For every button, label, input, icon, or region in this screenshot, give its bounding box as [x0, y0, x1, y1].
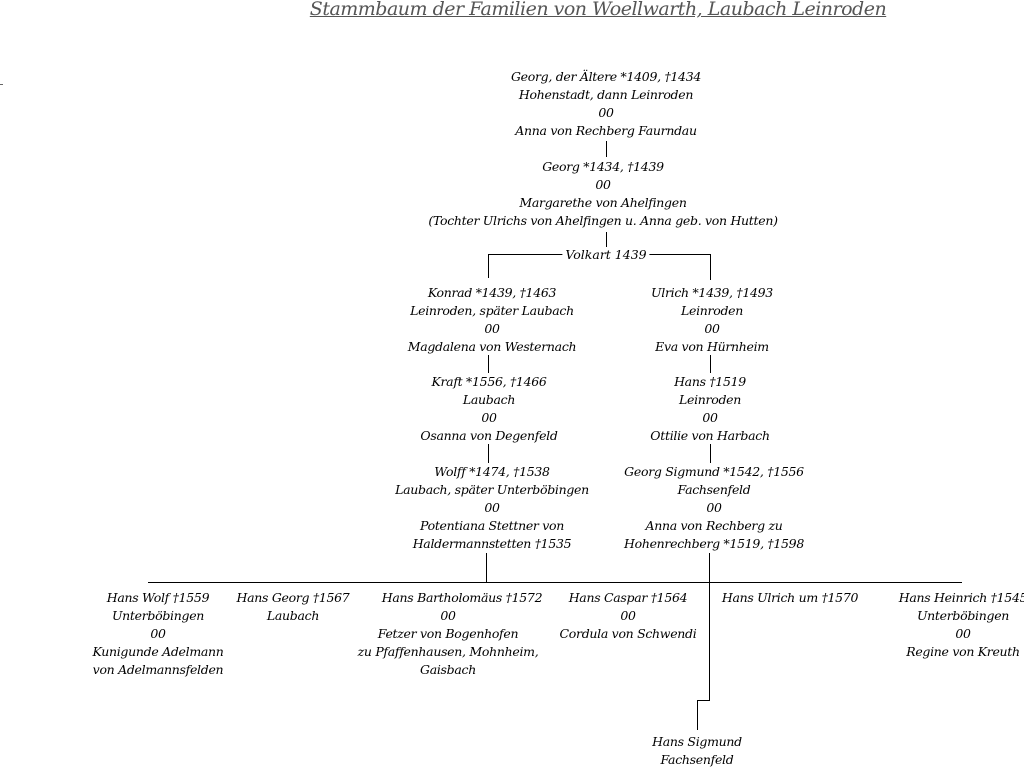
connector-line	[697, 700, 710, 701]
person-line: Kunigunde Adelmann	[92, 644, 224, 659]
person-line: Hans Heinrich †1545	[898, 590, 1024, 605]
connector-line	[488, 444, 489, 463]
person-ulrich: Ulrich *1439, †1493 Leinroden 00 Eva von…	[651, 284, 773, 356]
person-line: Laubach	[462, 392, 516, 407]
person-line: Hans Wolf †1559	[106, 590, 210, 605]
person-georg-der-aeltere: Georg, der Ältere *1409, †1434 Hohenstad…	[511, 68, 701, 140]
person-line: 00	[955, 626, 971, 641]
person-line: Georg, der Ältere *1409, †1434	[510, 69, 702, 84]
page-title: Stammbaum der Familien von Woellwarth, L…	[309, 0, 887, 20]
person-line: Fachsenfeld	[660, 752, 734, 767]
person-line: Fetzer von Bogenhofen	[377, 626, 519, 641]
person-line: Hohenrechberg *1519, †1598	[624, 536, 804, 551]
person-line: 00	[595, 177, 611, 192]
person-line: Hans Caspar †1564	[568, 590, 688, 605]
person-line: Laubach, später Unterböbingen	[395, 482, 589, 497]
person-line: von Adelmannsfelden	[92, 662, 224, 677]
person-line: Leinroden	[679, 392, 741, 407]
person-konrad: Konrad *1439, †1463 Leinroden, später La…	[408, 284, 577, 356]
person-volkart: Volkart 1439	[562, 247, 650, 263]
person-line: Fachsenfeld	[677, 482, 751, 497]
person-line: Wolff *1474, †1538	[434, 464, 550, 479]
person-line: 00	[440, 608, 456, 623]
person-line: Osanna von Degenfeld	[420, 428, 558, 443]
person-line: Regine von Kreuth	[906, 644, 1020, 659]
person-georg: Georg *1434, †1439 00 Margarethe von Ahe…	[428, 158, 778, 230]
connector-line	[606, 141, 607, 157]
person-line: zu Pfaffenhausen, Mohnheim,	[357, 644, 539, 659]
person-line: 00	[702, 410, 718, 425]
person-line: Haldermannstetten †1535	[412, 536, 572, 551]
person-line: 00	[620, 608, 636, 623]
person-line: Leinroden	[681, 303, 743, 318]
person-line: Konrad *1439, †1463	[427, 285, 557, 300]
person-line: 00	[481, 410, 497, 425]
person-line: Hans †1519	[674, 374, 746, 389]
connector-line	[710, 444, 711, 463]
person-line: Hohenstadt, dann Leinroden	[518, 87, 694, 102]
person-line: Eva von Hürnheim	[655, 339, 769, 354]
person-line: Magdalena von Westernach	[407, 339, 577, 354]
connector-line	[710, 355, 711, 373]
children-line	[148, 582, 962, 583]
person-line: 00	[150, 626, 166, 641]
person-line: Ulrich *1439, †1493	[651, 285, 773, 300]
connector-line	[606, 232, 607, 254]
connector-line	[697, 700, 698, 730]
person-line: Margarethe von Ahelfingen	[519, 195, 687, 210]
margin-mark	[0, 84, 3, 85]
grandchild-hans-sigmund: Hans Sigmund Fachsenfeld	[652, 733, 742, 769]
person-line: Gaisbach	[420, 662, 476, 677]
person-hans: Hans †1519 Leinroden 00 Ottilie von Harb…	[650, 373, 770, 445]
connector-line	[488, 355, 489, 373]
person-line: Hans Sigmund	[652, 734, 742, 749]
child-hans-wolf: Hans Wolf †1559 Unterböbingen 00 Kunigun…	[92, 589, 223, 679]
person-line: 00	[704, 321, 720, 336]
child-hans-georg: Hans Georg †1567 Laubach	[237, 589, 350, 625]
person-line: Hans Ulrich um †1570	[721, 590, 859, 605]
person-line: Anna von Rechberg Faurndau	[515, 123, 697, 138]
person-line: Leinroden, später Laubach	[410, 303, 574, 318]
child-hans-ulrich: Hans Ulrich um †1570	[721, 589, 859, 607]
child-hans-bartholomaeus: Hans Bartholomäus †1572 00 Fetzer von Bo…	[354, 589, 543, 679]
person-line: 00	[598, 105, 614, 120]
connector-line	[486, 553, 487, 582]
person-line: (Tochter Ulrichs von Ahelfingen u. Anna …	[428, 213, 778, 228]
person-line: Potentiana Stettner von	[419, 518, 565, 533]
person-line: 00	[706, 500, 722, 515]
connector-line	[488, 254, 489, 278]
person-line: Ottilie von Harbach	[650, 428, 770, 443]
person-line: Georg *1434, †1439	[542, 159, 664, 174]
connector-line	[709, 553, 710, 701]
child-hans-heinrich: Hans Heinrich †1545 Unterböbingen 00 Reg…	[899, 589, 1024, 661]
person-line: Georg Sigmund *1542, †1556	[624, 464, 804, 479]
person-line: Anna von Rechberg zu	[645, 518, 783, 533]
person-line: Hans Bartholomäus †1572	[381, 590, 543, 605]
person-line: Kraft *1556, †1466	[431, 374, 547, 389]
person-line: Laubach	[266, 608, 320, 623]
connector-line	[710, 254, 711, 280]
person-line: Unterböbingen	[916, 608, 1010, 623]
person-georg-sigmund: Georg Sigmund *1542, †1556 Fachsenfeld 0…	[624, 463, 804, 553]
person-line: Hans Georg †1567	[236, 590, 350, 605]
person-line: Unterböbingen	[111, 608, 205, 623]
person-line: 00	[484, 500, 500, 515]
person-line: Cordula von Schwendi	[559, 626, 697, 641]
person-line: 00	[484, 321, 500, 336]
person-kraft: Kraft *1556, †1466 Laubach 00 Osanna von…	[420, 373, 557, 445]
person-wolff: Wolff *1474, †1538 Laubach, später Unter…	[395, 463, 589, 553]
child-hans-caspar: Hans Caspar †1564 00 Cordula von Schwend…	[560, 589, 697, 643]
